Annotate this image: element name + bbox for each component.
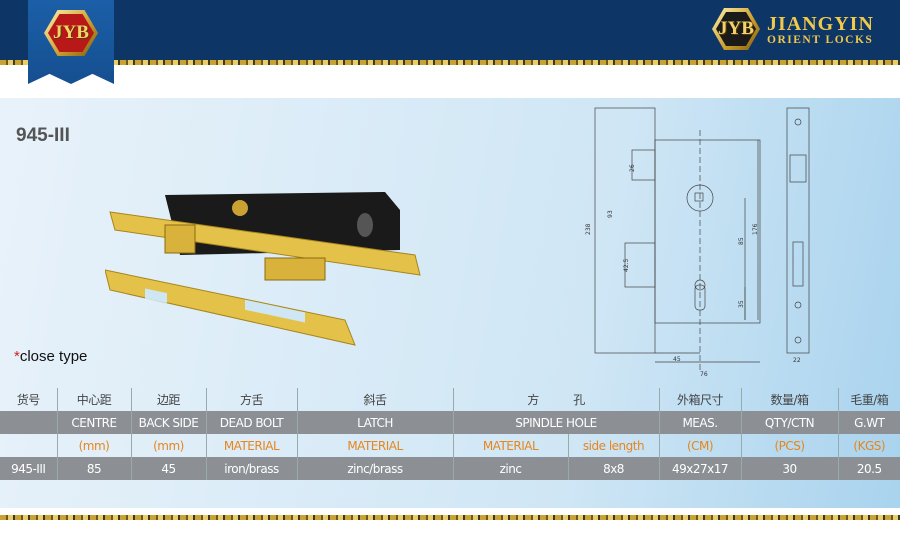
latch — [164, 224, 196, 254]
model-title: 945-III — [16, 125, 70, 146]
table-unit: (PCS) — [740, 434, 838, 457]
dim-label: 45 — [673, 356, 681, 363]
dim-label: 76 — [700, 371, 708, 378]
table-unit: (KGS) — [837, 434, 900, 457]
table-unit: side length — [567, 434, 659, 457]
table-cell: 49x27x17 — [658, 457, 741, 480]
table-unit: MATERIAL — [205, 434, 297, 457]
table-header: G.WT — [837, 411, 900, 434]
spec-table: 货号 中心距 边距 方舌 斜舌 方 孔 外箱尺寸 数量/箱 毛重/箱 CENTR… — [0, 388, 900, 480]
table-unit: MATERIAL — [296, 434, 453, 457]
table-header: LATCH — [296, 411, 453, 434]
dim-label: 176 — [752, 223, 759, 235]
table-header: 斜舌 — [296, 388, 453, 411]
dim-label: 93 — [607, 210, 614, 218]
dim-label: 238 — [585, 223, 592, 235]
lock-photo — [105, 192, 421, 346]
strike-plate — [105, 269, 356, 346]
gold-border-top — [0, 60, 900, 65]
table-cell: 30 — [740, 457, 838, 480]
table-cell: 85 — [56, 457, 131, 480]
table-unit: (mm) — [130, 434, 206, 457]
table-header: 货号 — [16, 393, 41, 407]
table-row-cn-headers: 货号 中心距 边距 方舌 斜舌 方 孔 外箱尺寸 数量/箱 毛重/箱 — [0, 388, 900, 411]
table-header: 外箱尺寸 — [658, 388, 741, 411]
table-header: 方舌 — [205, 388, 297, 411]
dim-label: 22 — [793, 357, 801, 364]
table-header: DEAD BOLT — [205, 411, 297, 434]
table-header: CENTRE — [56, 411, 131, 434]
brand-subtitle: ORIENT LOCKS — [767, 34, 874, 46]
table-header: SPINDLE HOLE — [452, 411, 659, 434]
table-unit: MATERIAL — [452, 434, 568, 457]
deadbolt — [264, 257, 326, 281]
table-cell: 8x8 — [567, 457, 659, 480]
table-cell: iron/brass — [205, 457, 297, 480]
table-unit: (CM) — [658, 434, 741, 457]
table-header: MEAS. — [658, 411, 741, 434]
brand-title: JIANGYIN — [767, 13, 874, 35]
table-row: 945-III 85 45 iron/brass zinc/brass zinc… — [0, 457, 900, 480]
table-unit — [0, 434, 57, 457]
gold-border-bottom — [0, 515, 900, 520]
dim-label: 85 — [738, 237, 745, 245]
table-header: 中心距 — [56, 388, 131, 411]
table-cell: 45 — [130, 457, 206, 480]
table-header: QTY/CTN — [740, 411, 838, 434]
brand-name: JIANGYIN ORIENT LOCKS — [767, 14, 874, 47]
table-header: 数量/箱 — [740, 388, 838, 411]
table-row-en-headers: CENTRE BACK SIDE DEAD BOLT LATCH SPINDLE… — [0, 411, 900, 434]
table-unit: (mm) — [56, 434, 131, 457]
jyb-brand-logo[interactable]: JYB — [712, 8, 760, 50]
dim-label: 35 — [738, 300, 745, 308]
table-header: 边距 — [130, 388, 206, 411]
table-cell: 20.5 — [837, 457, 900, 480]
table-cell: zinc/brass — [296, 457, 453, 480]
header-bar — [0, 0, 900, 61]
table-row-units: (mm) (mm) MATERIAL MATERIAL MATERIAL sid… — [0, 434, 900, 457]
table-cell: zinc — [452, 457, 568, 480]
table-header — [0, 411, 57, 434]
dim-label: 42.5 — [623, 258, 630, 272]
table-header: 方 孔 — [452, 388, 659, 411]
table-cell: 945-III — [0, 457, 57, 480]
technical-drawing: 238 93 26 42.5 85 176 35 45 76 22 — [585, 107, 810, 378]
table-header: 毛重/箱 — [837, 388, 900, 411]
dim-label: 26 — [629, 164, 636, 172]
close-type-note: *close type — [14, 348, 88, 365]
table-header: BACK SIDE — [130, 411, 206, 434]
